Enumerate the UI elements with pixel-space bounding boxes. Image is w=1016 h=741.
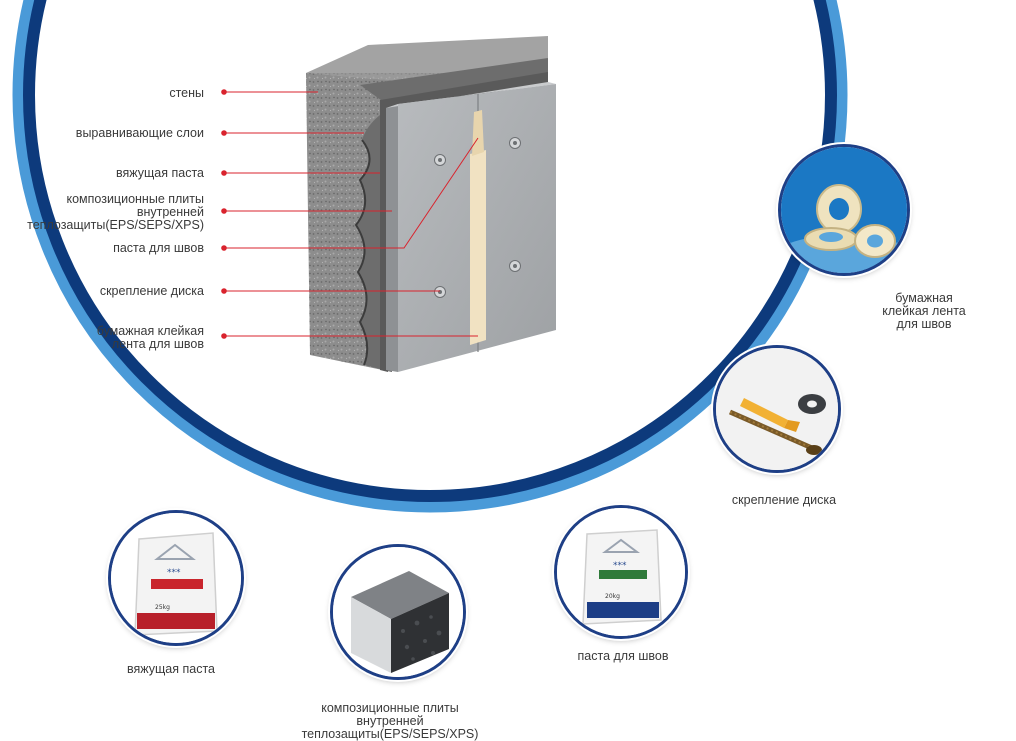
callout-dot-disc	[221, 288, 227, 294]
product-label-binding-paste: вяжущая паста	[126, 662, 215, 676]
seam-tape	[470, 150, 486, 345]
product-label-seam-paste: паста для швов	[577, 649, 669, 663]
label-walls: стены	[169, 86, 204, 100]
tape-rolls-icon	[781, 147, 907, 273]
insulation-board-icon	[333, 547, 463, 677]
ring-inner-dark	[23, 0, 837, 502]
label-paper-tape: бумажная клейкая лента для швов	[97, 325, 204, 351]
product-label-composite-boards-line-3: теплозащиты(EPS/SEPS/XPS)	[301, 727, 479, 741]
product-circle-composite-boards	[330, 544, 466, 680]
anchor-screw-disc-icon	[716, 348, 838, 470]
label-composite-boards: композиционные плиты внутренней теплозащ…	[27, 193, 204, 232]
label-composite-boards-line-3: теплозащиты(EPS/SEPS/XPS)	[27, 218, 204, 232]
binding-paste-bag-icon: *** 25kg	[111, 513, 241, 643]
svg-text:20kg: 20kg	[605, 593, 620, 600]
product-circle-seam-paste: *** 20kg	[554, 505, 688, 639]
product-label-composite-boards-line-1: композиционные плиты	[321, 701, 459, 715]
leveling-layer	[356, 58, 548, 372]
label-disc-fastening: скрепление диска	[99, 284, 204, 298]
callout-dot-binding	[221, 170, 227, 176]
ring-outer-light	[12, 0, 848, 513]
product-label-tape-line-2: клейкая лента	[882, 304, 966, 318]
callout-dot-tape	[221, 333, 227, 339]
concrete-wall	[306, 73, 486, 372]
product-label-disc-fastening: скрепление диска	[731, 493, 837, 507]
callout-dot-seam-paste	[221, 245, 227, 251]
product-circle-disc-fastening	[713, 345, 841, 473]
label-leveling-layers: выравнивающие слои	[75, 126, 204, 140]
label-composite-boards-line-1: композиционные плиты	[66, 192, 204, 206]
product-label-tape-line-3: для швов	[896, 317, 952, 331]
callout-dot-boards	[221, 208, 227, 214]
label-paper-tape-line-2: лента для швов	[111, 337, 204, 351]
callout-dot-leveling	[221, 130, 227, 136]
binding-paste-layer	[380, 72, 548, 372]
insulation-panel-side	[386, 104, 398, 372]
svg-text:***: ***	[613, 561, 627, 571]
label-binding-paste: вяжущая паста	[115, 166, 204, 180]
label-composite-boards-line-2: внутренней	[136, 205, 204, 219]
product-circle-tape	[778, 144, 910, 276]
disc-anchors	[434, 137, 521, 298]
label-paper-tape-line-1: бумажная клейкая	[96, 324, 204, 338]
seam-paste	[472, 110, 484, 156]
svg-text:***: ***	[167, 568, 181, 578]
svg-text:25kg: 25kg	[155, 604, 170, 611]
label-seam-paste: паста для швов	[113, 241, 204, 255]
product-circle-binding-paste: *** 25kg	[108, 510, 244, 646]
seam-paste-bag-icon: *** 20kg	[557, 508, 685, 636]
callout-dot-walls	[221, 89, 227, 95]
product-label-composite-boards-line-2: внутренней	[356, 714, 424, 728]
product-label-composite-boards: композиционные плиты внутренней теплозащ…	[300, 702, 480, 741]
product-label-tape: бумажная клейкая лента для швов	[864, 292, 984, 331]
callout-line-seam-paste	[224, 137, 479, 249]
insulation-panel-top	[386, 82, 556, 108]
product-label-tape-line-1: бумажная	[895, 291, 953, 305]
